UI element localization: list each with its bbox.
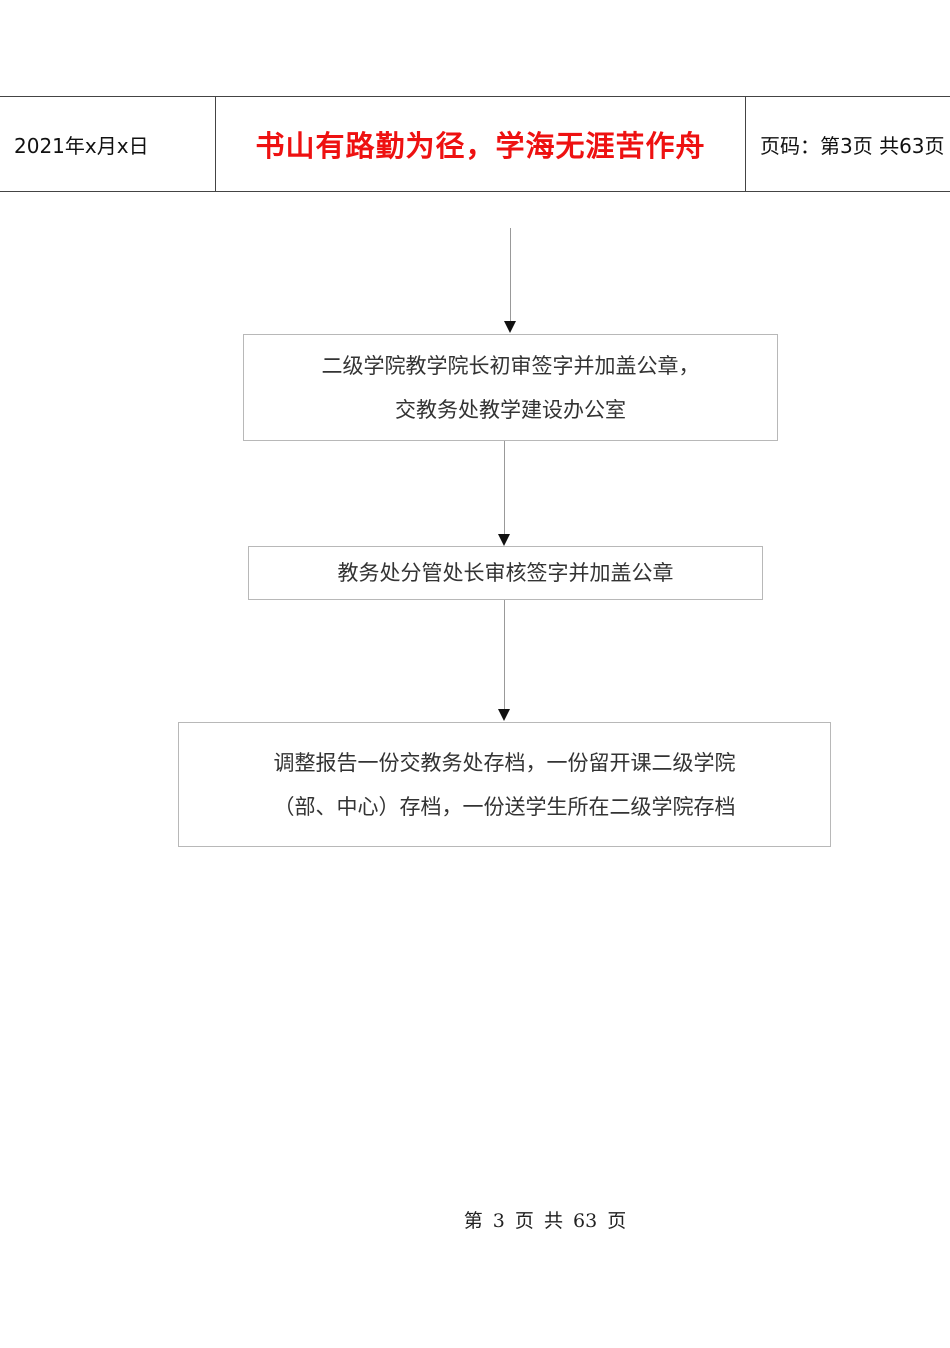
flow-step-3-line-2: （部、中心）存档，一份送学生所在二级学院存档 [273,794,736,819]
header-motto: 书山有路勤为径，学海无涯苦作舟 [216,97,746,191]
arrow-down-icon [504,321,516,333]
arrow-down-icon [498,534,510,546]
flow-step-1: 二级学院教学院长初审签字并加盖公章， 交教务处教学建设办公室 [243,334,778,441]
flow-connector-2 [504,441,505,535]
arrow-down-icon [498,709,510,721]
flow-step-3: 调整报告一份交教务处存档，一份留开课二级学院 （部、中心）存档，一份送学生所在二… [178,722,831,847]
flow-connector-3 [504,600,505,710]
flow-step-3-line-1: 调整报告一份交教务处存档，一份留开课二级学院 [273,750,736,775]
page-footer: 第 3 页 共 63 页 [463,1210,627,1232]
flow-step-2: 教务处分管处长审核签字并加盖公章 [248,546,763,600]
flow-connector-1 [510,228,511,322]
header-page-info: 页码：第3页 共63页 [760,133,945,158]
flow-step-1-line-2: 交教务处教学建设办公室 [395,397,626,422]
flow-step-1-line-1: 二级学院教学院长初审签字并加盖公章， [321,353,700,378]
flow-step-2-line-1: 教务处分管处长审核签字并加盖公章 [337,561,674,585]
page-header: 2021年x月x日 书山有路勤为径，学海无涯苦作舟 页码：第3页 共63页 [0,96,950,192]
header-date: 2021年x月x日 [0,97,216,191]
